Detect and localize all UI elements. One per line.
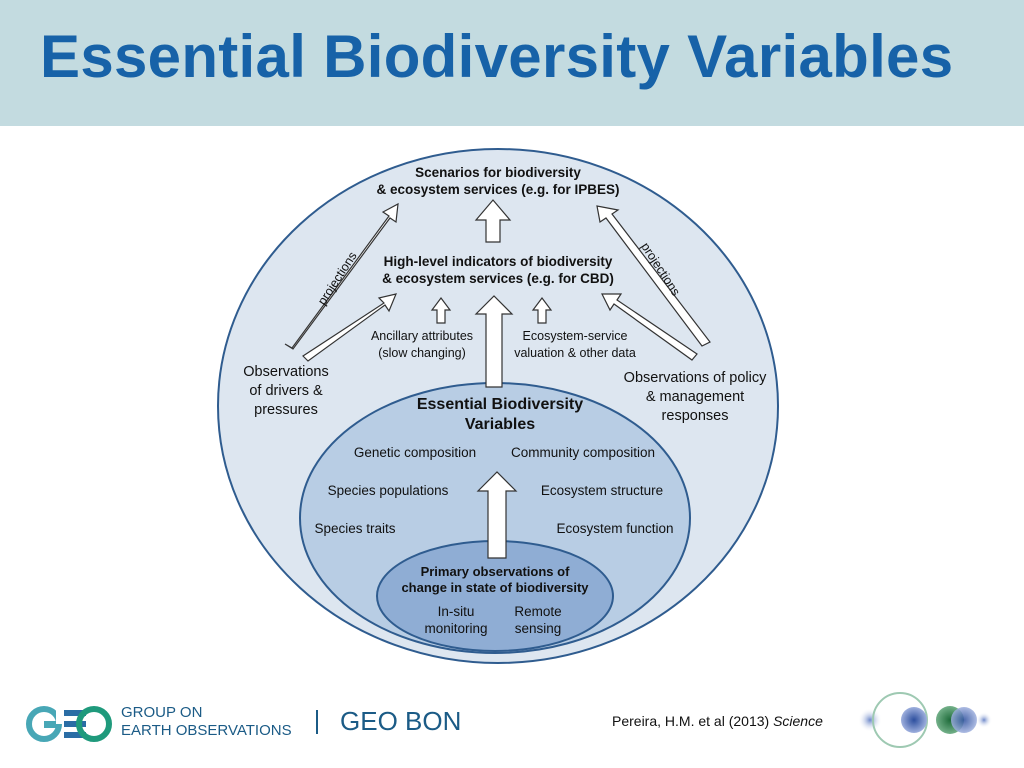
remote-sensing-label: Remote sensing [514, 604, 562, 636]
arrow-projection-left [284, 202, 399, 350]
page-title: Essential Biodiversity Variables [40, 23, 954, 90]
ebv-title: Essential Biodiversity Variables [416, 396, 584, 433]
arrow-up-primary [476, 471, 518, 559]
primary-observations-label: Primary observations of change in state … [401, 564, 589, 595]
geobon-circles-icon [858, 692, 992, 748]
arrow-up-top [474, 199, 512, 243]
arrow-up-valuation [531, 297, 553, 324]
ebv-genetic-composition: Genetic composition [353, 445, 477, 460]
citation: Pereira, H.M. et al (2013) Science [612, 713, 823, 729]
ancillary-label: Ancillary attributes (slow changing) [370, 329, 474, 360]
arrow-policy-indicators [601, 293, 698, 361]
geobon-logo: GEO BON [340, 706, 462, 736]
arrow-drivers-indicators [302, 293, 397, 362]
ebv-community-composition: Community composition [510, 445, 656, 460]
arrow-up-ancillary [430, 297, 452, 324]
ebv-ecosystem-function: Ecosystem function [556, 521, 674, 536]
indicators-label: High-level indicators of biodiversity & … [382, 254, 614, 286]
arrow-up-ebv [474, 295, 514, 388]
ebv-species-traits: Species traits [314, 521, 396, 536]
footer-divider [316, 710, 318, 734]
title-banner [0, 0, 1024, 126]
geo-logo-icon [26, 704, 112, 742]
ebv-species-populations: Species populations [327, 483, 449, 498]
policy-label: Observations of policy & management resp… [623, 370, 767, 424]
drivers-label: Observations of drivers & pressures [243, 364, 329, 418]
geo-name: GROUP ON EARTH OBSERVATIONS [121, 704, 292, 739]
arrow-projection-right [596, 205, 711, 347]
scenarios-label: Scenarios for biodiversity & ecosystem s… [376, 165, 620, 197]
ebv-ecosystem-structure: Ecosystem structure [540, 483, 664, 498]
insitu-monitoring-label: In-situ monitoring [424, 604, 488, 636]
valuation-label: Ecosystem-service valuation & other data [514, 329, 636, 360]
